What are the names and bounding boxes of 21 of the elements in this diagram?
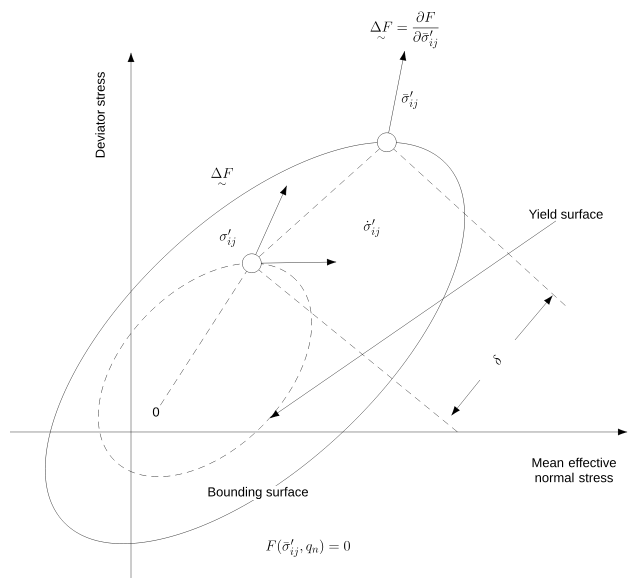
gradient-label: $\underset{\sim}{\Delta F}$: [210, 167, 234, 189]
stress-label: $\sigma'_{ij}$: [220, 229, 236, 247]
projection-line: [160, 271, 247, 406]
surface-label: Yield surface: [528, 209, 603, 219]
stress-label: $\bar{\sigma}'_{ij}$: [402, 91, 418, 109]
distance-label: $\delta$: [493, 354, 501, 365]
equation-label: $F(\bar{\sigma}'_{ij}, q_n) = 0$: [266, 539, 350, 557]
arrow: [256, 186, 287, 255]
axis-label: Deviator stress: [95, 72, 105, 158]
yield-surface: [98, 263, 312, 477]
stress-point: [242, 254, 262, 273]
formula-label: $\underset{\sim}{\Delta F} = \frac{\partial F}{\partial \bar{\sigma}'_{ij}}$: [370, 12, 439, 48]
surface-label: Bounding surface: [206, 486, 310, 500]
axis-label: Mean effective normal stress: [532, 458, 616, 482]
origin-label: 0: [152, 407, 160, 417]
arrow: [388, 51, 406, 133]
projection-line: [258, 148, 380, 258]
leader-line: [270, 220, 556, 418]
arrow: [261, 258, 336, 266]
stress-point: [377, 132, 396, 152]
stress-increment-label: $\dot{\sigma}'_{ij}$: [364, 219, 380, 237]
